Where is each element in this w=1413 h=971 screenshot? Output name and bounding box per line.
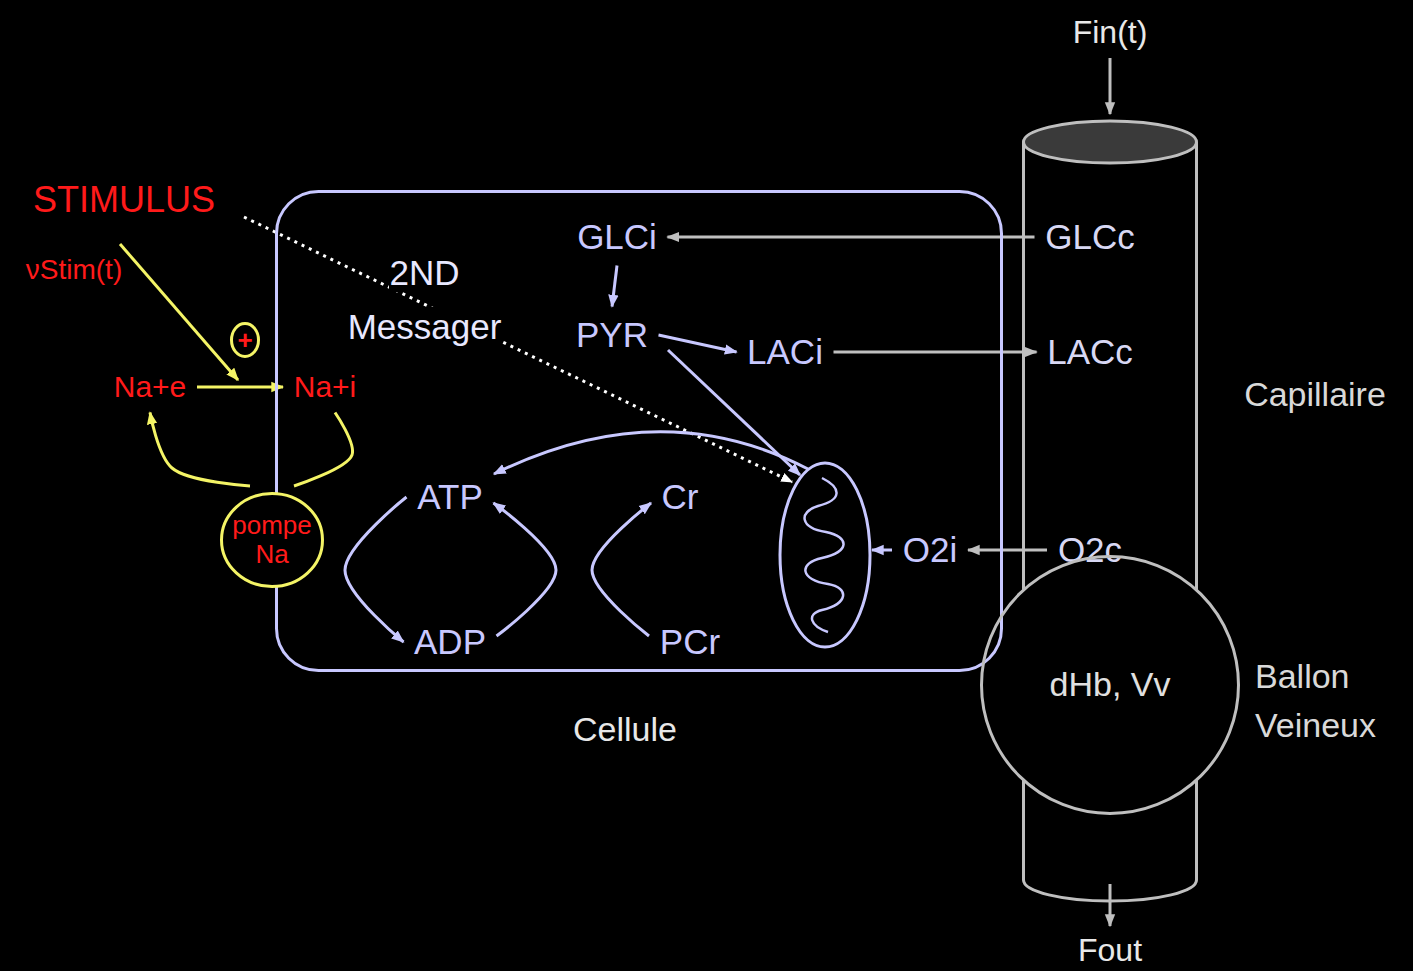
metabolite-label: Cr: [657, 475, 703, 520]
metabolite-label: LACc: [1043, 330, 1138, 375]
text-holder: LACc: [1043, 330, 1138, 374]
cell-membrane: [277, 192, 1002, 671]
oxygen-to-mitochondrion-arrow: [872, 549, 892, 552]
outflow-arrow: [1109, 884, 1112, 926]
capillary: CapillaireGLCcLACcO2cdHb, VvBallon Veine…: [1022, 120, 1198, 902]
text-holder: PYR: [572, 313, 653, 357]
circle-outline: [222, 494, 323, 587]
text-holder: GLCi: [573, 215, 662, 259]
messenger-label: 2ND Messager: [348, 253, 502, 346]
metabolite-label: GLCc: [1045, 217, 1134, 256]
metabolite-label: PYR: [576, 315, 648, 354]
metabolite-label: PCr: [655, 620, 725, 665]
metabolite-label: ADP: [410, 620, 491, 665]
metabolite-label: O2i: [903, 530, 957, 569]
text-holder: Cellule: [573, 710, 677, 749]
text-holder: ATP: [413, 475, 488, 519]
text-holder: LACi: [743, 330, 828, 374]
messenger-dotted-line: [244, 217, 792, 482]
text-holder: Na+i: [289, 368, 361, 407]
mitochondrion-cristae: [805, 478, 844, 632]
balloon-wall: [982, 557, 1239, 814]
metabolite-label: GLCi: [577, 217, 657, 256]
text-holder: PCr: [655, 620, 725, 664]
metabolite-label: PYR: [572, 313, 653, 358]
flow-arrow: [834, 351, 1037, 354]
rate-label: νStim(t): [24, 254, 124, 286]
text-holder: pompe Na: [220, 492, 324, 588]
flow-arrow: [197, 386, 283, 389]
stimulus-label: STIMULUS: [31, 179, 217, 220]
text-holder: ADP: [410, 620, 491, 664]
ion-label: Na+e: [109, 368, 191, 407]
text-holder: Cr: [657, 475, 703, 519]
capillary-opening: [1024, 121, 1197, 163]
metabolite-label: ATP: [413, 475, 488, 520]
flow-arrow: [345, 497, 407, 642]
text-holder: Na+e: [109, 368, 191, 407]
flow-arrow: [592, 503, 651, 636]
ion-label: Na+e: [114, 370, 187, 403]
sodium-pump: pompe Na: [230, 511, 314, 568]
inflow-arrow: [1109, 58, 1112, 114]
text-holder: Ballon Veineux: [1255, 652, 1410, 751]
cell-compartment-outline: [275, 190, 1003, 672]
metabolite-label: Cr: [662, 477, 699, 516]
flow-arrow: [294, 413, 353, 487]
venous-balloon: dHb, VvBallon Veineux: [980, 555, 1240, 815]
compartment-title: Ballon Veineux: [1255, 657, 1376, 744]
flow-label: Fout: [1076, 932, 1144, 969]
metabolite-label: GLCc: [1041, 215, 1140, 260]
text-holder: 2ND Messager: [336, 244, 514, 357]
metabolite-label: O2i: [898, 528, 962, 573]
mitochondrion: [780, 463, 870, 647]
messenger-label: 2ND Messager: [336, 244, 515, 357]
flow-arrow: [968, 549, 1047, 552]
text-holder: +: [230, 322, 260, 358]
metabolite-label: ADP: [414, 622, 486, 661]
flow-arrow: [659, 335, 737, 352]
sodium-pump: pompe Na: [220, 492, 324, 588]
compartment-title: Capillaire: [1244, 375, 1386, 413]
metabolite-label: PCr: [660, 622, 720, 661]
circle-outline: [232, 324, 259, 357]
metabolite-label: LACi: [747, 332, 823, 371]
text-holder: O2i: [898, 528, 962, 572]
flow-arrow: [612, 266, 617, 307]
ion-label: Na+i: [294, 370, 357, 403]
metabolite-label: LACi: [743, 330, 828, 375]
text-holder: dHb, Vv: [1050, 665, 1171, 704]
flow-arrow: [668, 236, 1035, 239]
flow-arrow: [150, 413, 250, 487]
ion-label: Na+i: [289, 368, 361, 407]
flow-arrow: [494, 503, 557, 636]
stimulus-arrow: [120, 244, 238, 380]
metabolite-label: ATP: [417, 477, 482, 516]
activation-sign: +: [230, 322, 260, 358]
metabolite-label: GLCi: [573, 215, 662, 260]
capillary-wall: [1024, 142, 1197, 901]
cell-compartment: CelluleNa+i2ND MessagerGLCiPYRLACiATPCrO…: [275, 190, 1003, 672]
text-holder: GLCc: [1041, 215, 1140, 259]
metabolite-label: LACc: [1047, 332, 1133, 371]
flow-label: Fin(t): [1071, 14, 1150, 51]
text-holder: Capillaire: [1244, 375, 1386, 414]
compartment-title: Cellule: [573, 710, 677, 748]
activation-sign: +: [237, 327, 252, 353]
balloon-variables: dHb, Vv: [1050, 665, 1171, 703]
